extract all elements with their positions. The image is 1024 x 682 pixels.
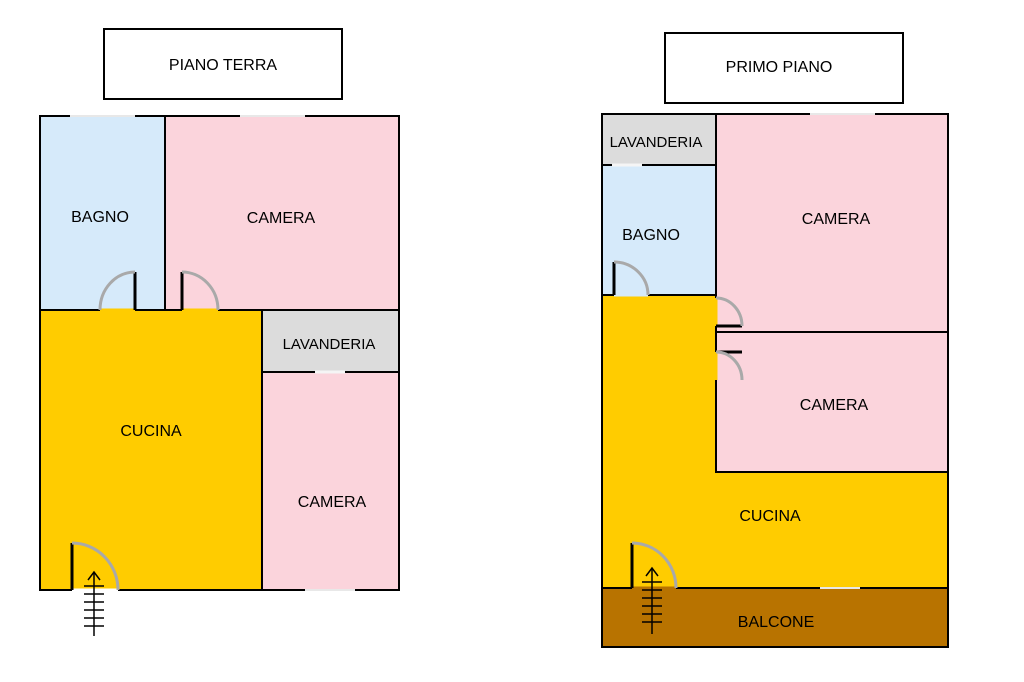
ground-floor-plan: PIANO TERRA	[39, 28, 400, 636]
stairs-icon	[642, 566, 662, 634]
label-camera-middle: CAMERA	[800, 397, 869, 414]
room-bagno	[601, 164, 717, 296]
door-bagno-swing	[98, 270, 136, 311]
room-camera-top	[715, 113, 949, 333]
label-balcone: BALCONE	[738, 614, 814, 631]
balcony-door-swing	[631, 541, 678, 589]
ground-floor-title: PIANO TERRA	[169, 57, 278, 74]
first-floor-title: PRIMO PIANO	[726, 59, 833, 76]
ground-floor-title-box	[103, 28, 343, 100]
room-bagno	[39, 115, 166, 311]
label-camera-top: CAMERA	[802, 211, 871, 228]
stairs-icon	[84, 570, 104, 636]
first-floor-title-box	[664, 32, 904, 104]
door-camera-top-swing	[715, 296, 744, 327]
room-lavanderia	[601, 113, 717, 166]
door-camera-swing	[181, 270, 220, 311]
door-camera-middle-swing	[715, 350, 744, 381]
door-bagno-swing	[613, 260, 650, 296]
label-camera-bottom: CAMERA	[298, 494, 367, 511]
room-camera-bottom	[261, 371, 400, 591]
label-bagno: BAGNO	[622, 227, 680, 244]
room-camera-middle	[715, 331, 949, 473]
label-lavanderia: LAVANDERIA	[283, 336, 376, 353]
label-cucina: CUCINA	[739, 508, 801, 525]
first-floor-plan: PRIMO PIANO	[601, 32, 949, 648]
label-cucina: CUCINA	[120, 423, 182, 440]
label-camera-top: CAMERA	[247, 210, 316, 227]
label-bagno: BAGNO	[71, 209, 129, 226]
entrance-door-swing	[71, 541, 120, 591]
label-lavanderia: LAVANDERIA	[610, 134, 703, 151]
